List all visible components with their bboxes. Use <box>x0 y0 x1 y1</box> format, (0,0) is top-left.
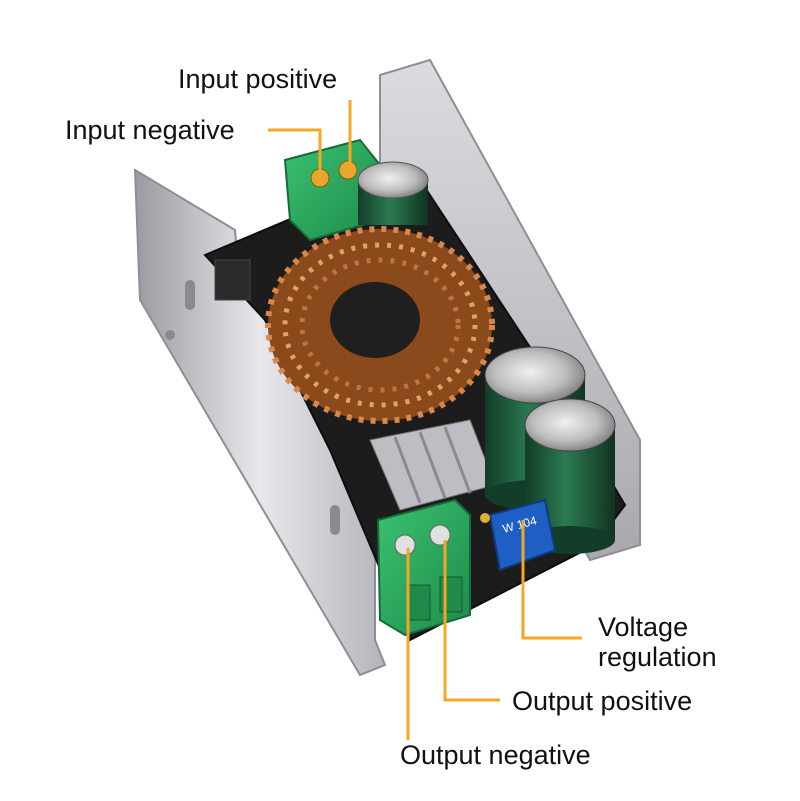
output-positive-leader <box>443 540 500 702</box>
output-negative-label: Output negative <box>400 740 591 770</box>
input-negative-leader <box>268 128 322 178</box>
input-capacitor <box>357 161 429 225</box>
output-positive-label: Output positive <box>512 686 693 716</box>
voltage-regulation-label: Voltage regulation <box>598 612 768 672</box>
voltage-regulation-line2: regulation <box>598 642 717 672</box>
toroidal-inductor <box>265 226 495 424</box>
heatsink <box>369 419 496 511</box>
leader-lines <box>268 100 582 740</box>
input-positive-screw-icon <box>338 160 358 180</box>
input-positive-label: Input positive <box>178 64 338 94</box>
output-terminal-block <box>376 498 471 637</box>
output-positive-screw-icon <box>429 524 451 546</box>
output-negative-screw-icon <box>394 534 416 556</box>
voltage-regulation-leader <box>521 520 582 640</box>
voltage-regulation-line1: Voltage <box>598 612 689 642</box>
input-negative-label: Input negative <box>65 115 235 145</box>
